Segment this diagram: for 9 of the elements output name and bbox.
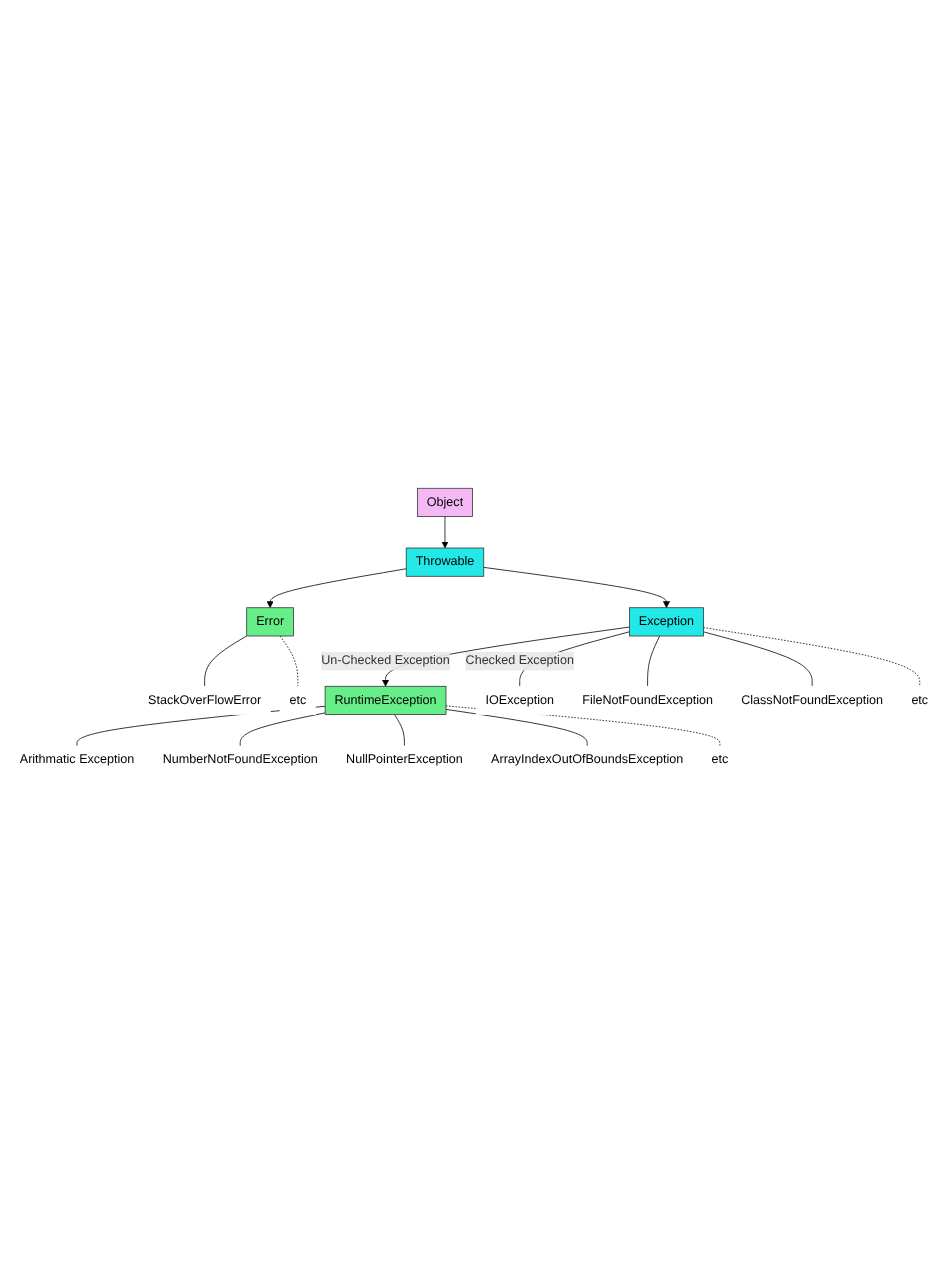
connector — [703, 627, 921, 688]
connector — [394, 714, 405, 748]
connector — [445, 709, 588, 748]
connector — [445, 706, 721, 748]
connector — [703, 632, 813, 688]
connector — [647, 636, 661, 688]
connector — [204, 636, 248, 688]
connector — [239, 713, 326, 748]
connector — [279, 636, 299, 688]
